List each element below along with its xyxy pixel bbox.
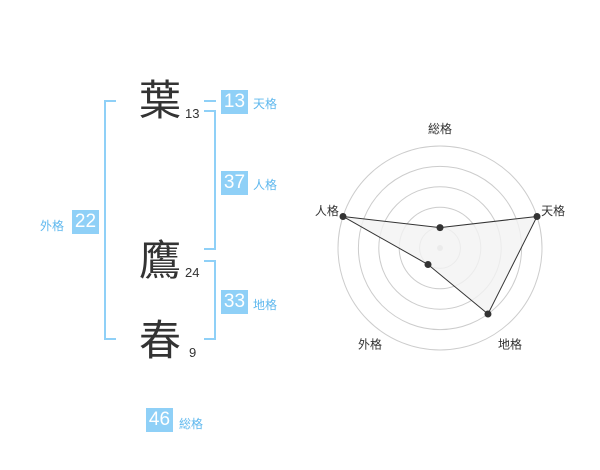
radar-axis-label-1: 総格 <box>428 121 452 136</box>
name-char-2-strokes: 24 <box>185 265 200 280</box>
soukaku-label: 総格 <box>179 417 204 431</box>
chikaku-value-badge: 33 <box>221 290 248 314</box>
radar-point-2 <box>533 212 541 220</box>
radar-point-4 <box>424 261 432 269</box>
radar-axis-label-3: 地格 <box>498 336 522 351</box>
soukaku-value-badge: 46 <box>146 408 173 432</box>
radar-ring <box>337 145 543 351</box>
gaikaku-value-badge: 22 <box>72 210 99 234</box>
name-char-2: 鷹 <box>139 236 182 285</box>
radar-point-1 <box>436 224 444 232</box>
name-char-1: 葉 <box>139 76 182 125</box>
radar-axis-label-2: 天格 <box>541 203 565 218</box>
gaikaku-label: 外格 <box>40 219 65 233</box>
tenkaku-value-badge: 13 <box>221 90 248 114</box>
name-char-1-strokes: 13 <box>185 106 200 121</box>
radar-axis-label-5: 人格 <box>315 203 339 218</box>
tenkaku-bracket <box>204 100 216 102</box>
jinkaku-value-badge: 37 <box>221 171 248 195</box>
name-char-3: 春 <box>139 316 182 365</box>
radar-point-3 <box>484 310 492 318</box>
jinkaku-bracket <box>204 110 216 250</box>
radar-series-polygon <box>342 215 538 315</box>
gaikaku-bracket <box>104 100 116 340</box>
jinkaku-label: 人格 <box>253 178 278 192</box>
chikaku-label: 地格 <box>253 298 278 312</box>
name-char-3-strokes: 9 <box>189 345 197 360</box>
tenkaku-label: 天格 <box>253 97 278 111</box>
chikaku-bracket <box>204 260 216 340</box>
radar-point-5 <box>339 212 347 220</box>
radar-axis-label-4: 外格 <box>358 336 382 351</box>
